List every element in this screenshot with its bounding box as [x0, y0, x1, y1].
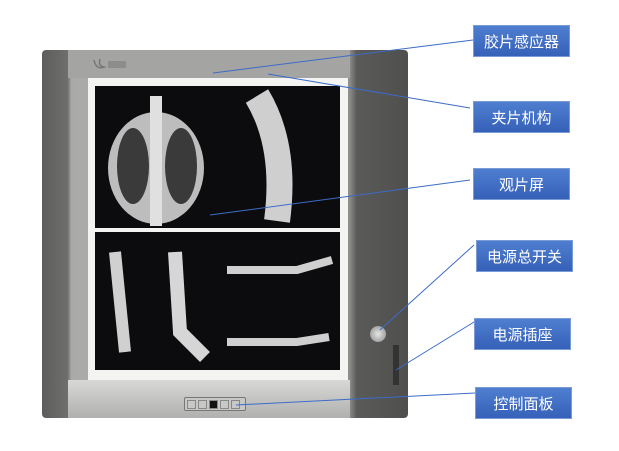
button-icon[interactable]: [187, 399, 196, 409]
power-socket: [393, 345, 399, 385]
main-power-switch[interactable]: [369, 325, 387, 343]
label-main-power-switch: 电源总开关: [476, 240, 573, 272]
label-film-sensor: 胶片感应器: [473, 25, 570, 57]
leader-line-screen: [209, 179, 471, 216]
leader-line-switch: [379, 244, 475, 331]
left-button-icon[interactable]: [198, 399, 207, 409]
xray-chest: [95, 86, 217, 228]
label-viewing-screen: 观片屏: [473, 168, 570, 200]
leader-line-film-sensor: [212, 39, 474, 74]
label-control-panel: 控制面板: [475, 387, 572, 419]
leader-line-clip: [267, 73, 471, 109]
brand-logo: [93, 58, 126, 69]
leader-line-panel: [235, 392, 476, 406]
xray-wrist: [217, 232, 340, 370]
power-button-icon[interactable]: [209, 399, 218, 409]
xray-elbow: [95, 232, 217, 370]
leader-line-socket: [395, 321, 475, 371]
label-clip-mechanism: 夹片机构: [473, 101, 570, 133]
control-panel[interactable]: [184, 397, 246, 411]
menu-button-icon[interactable]: [231, 399, 240, 409]
label-power-socket: 电源插座: [474, 318, 571, 350]
right-button-icon[interactable]: [220, 399, 229, 409]
xray-spine: [217, 86, 340, 228]
